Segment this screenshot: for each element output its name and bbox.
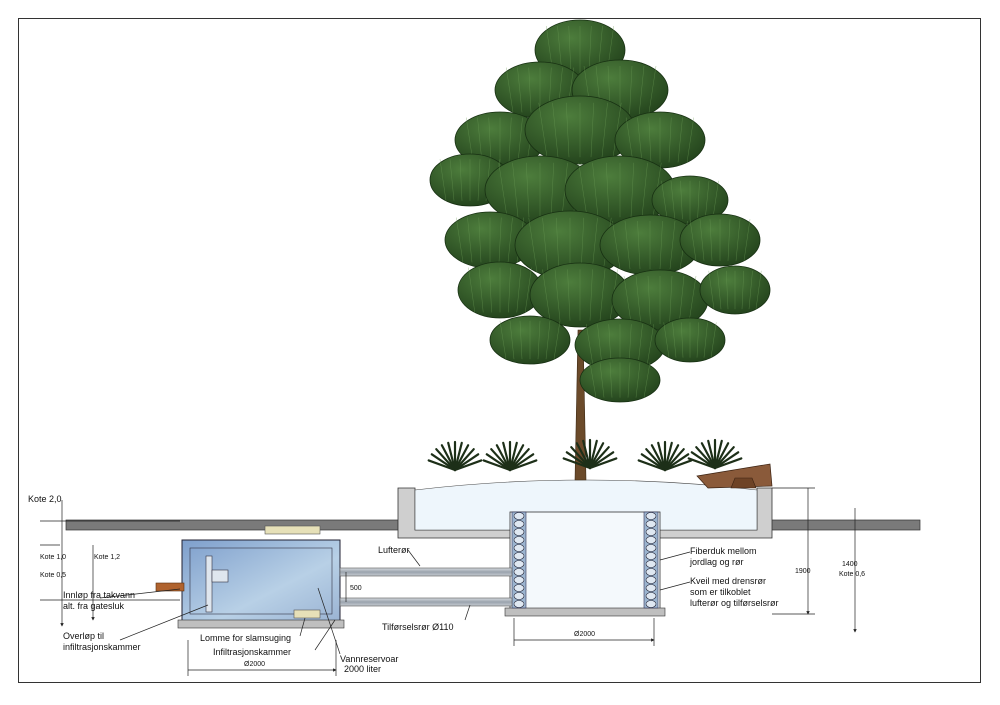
tree xyxy=(429,19,771,481)
label-overflow-2: infiltrasjonskammer xyxy=(63,642,141,652)
label-kote-1-2: Kote 1,2 xyxy=(94,554,120,561)
label-reservoir-2: 2000 liter xyxy=(344,664,381,674)
tank-lid xyxy=(264,525,321,535)
label-fiberduk-1: Fiberduk mellom xyxy=(690,546,757,556)
label-dim-1900: 1900 xyxy=(795,568,811,575)
tank-base xyxy=(177,619,345,629)
label-coil-2: som er tilkoblet xyxy=(690,587,751,597)
label-inlet-1: Innløp fra takvann xyxy=(63,590,135,600)
drain-coil-left xyxy=(511,511,527,609)
label-overflow-1: Overløp til xyxy=(63,631,104,641)
label-fiberduk-2: jordlag og rør xyxy=(689,557,744,567)
label-supply-pipe: Tilførselsrør Ø110 xyxy=(382,622,454,632)
bench xyxy=(696,463,773,489)
shrubs xyxy=(427,438,743,472)
pavement-right xyxy=(769,519,921,531)
label-coil-1: Kveil med drensrør xyxy=(690,576,766,586)
overflow-pipe xyxy=(205,555,213,613)
label-tank-diameter: Ø2000 xyxy=(244,661,265,668)
well-base xyxy=(504,607,666,617)
label-kote-2-0: Kote 2,0 xyxy=(28,494,62,504)
label-inlet-2: alt. fra gatesluk xyxy=(63,601,125,611)
label-well-diameter: Ø2000 xyxy=(574,631,595,638)
label-sludge-pocket: Lomme for slamsuging xyxy=(200,633,291,643)
drain-coil-right xyxy=(643,511,659,609)
label-kote-1-0: Kote 1,0 xyxy=(40,554,66,561)
tree-canopy xyxy=(429,19,771,403)
label-kote-0-6: Kote 0,6 xyxy=(839,571,865,578)
vent-pipe xyxy=(339,567,513,577)
label-reservoir-1: Vannreservoar xyxy=(340,654,398,664)
sludge-pocket xyxy=(293,609,321,619)
supply-pipe xyxy=(339,597,513,607)
pavement-left xyxy=(65,519,399,531)
label-dim-1400: 1400 xyxy=(842,561,858,568)
inlet-pipe xyxy=(155,582,185,592)
label-infiltration-chamber: Infiltrasjonskammer xyxy=(213,647,291,657)
label-coil-3: lufterør og tilførselsrør xyxy=(690,598,779,608)
label-dim-500: 500 xyxy=(350,585,362,592)
label-kote-0-5: Kote 0,5 xyxy=(40,572,66,579)
planter-soil xyxy=(414,479,758,531)
label-vent-pipe: Lufterør xyxy=(378,545,410,555)
infiltration-well xyxy=(509,511,661,615)
